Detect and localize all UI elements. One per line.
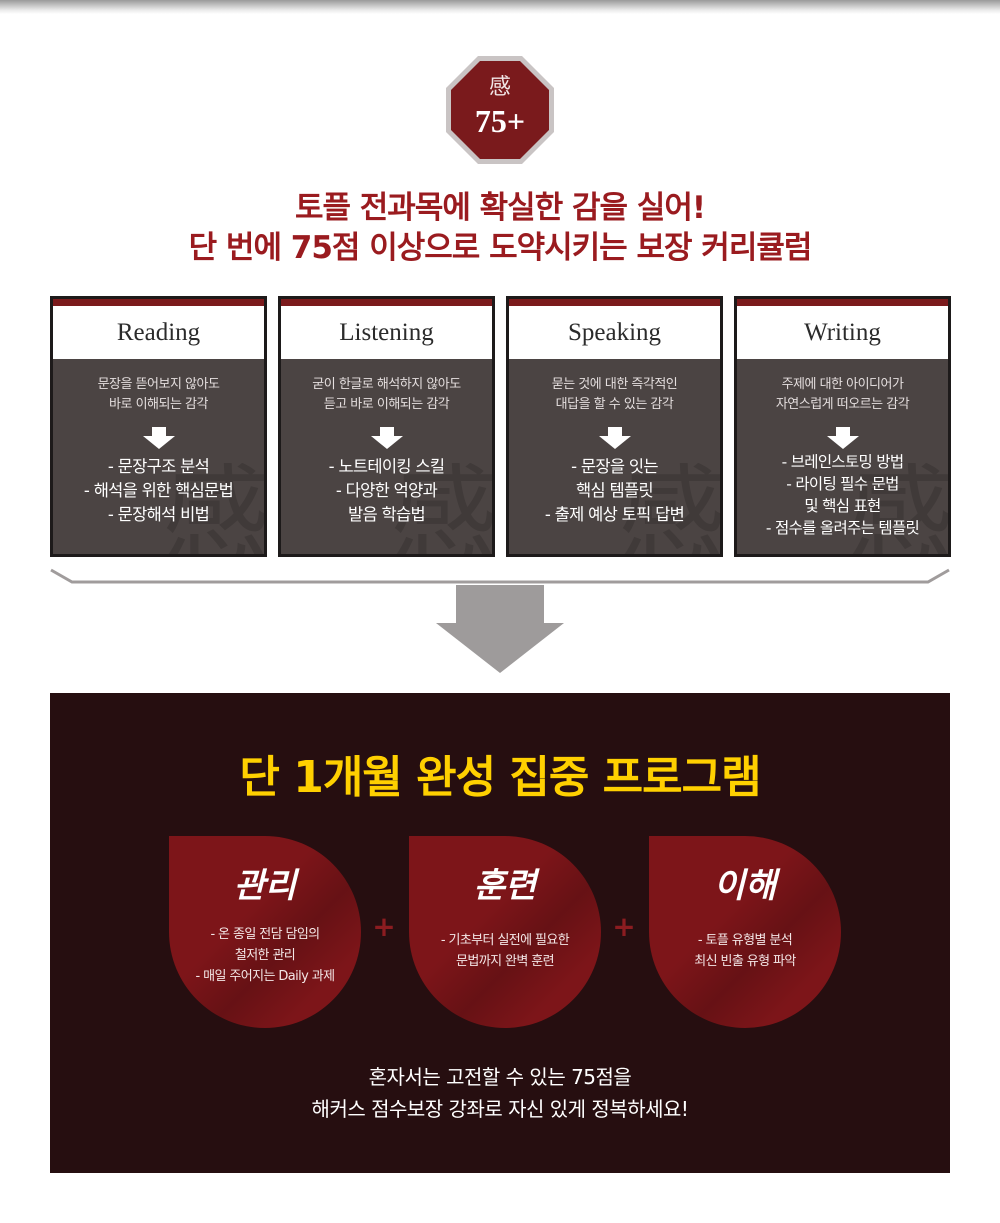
score-badge: 感 75+ — [444, 54, 556, 166]
card-cap — [281, 299, 492, 306]
card-desc-line: 굳이 한글로 해석하지 않아도 — [312, 377, 461, 392]
card-desc-line: 문장을 뜯어보지 않아도 — [97, 377, 220, 392]
down-arrow-icon — [142, 427, 175, 449]
main-headline: 토플 전과목에 확실한 감을 실어! 단 번에 75점 이상으로 도약시키는 보… — [0, 188, 1000, 268]
program-item-desc: - 기초부터 실전에 필요한 문법까지 완벽 훈련 — [409, 930, 601, 972]
card-title: Writing — [737, 306, 948, 359]
card-watermark: 感 — [389, 455, 495, 557]
card-cap — [509, 299, 720, 306]
program-item-title: 이해 — [713, 866, 777, 906]
program-item-desc: - 토플 유형별 분석 최신 빈출 유형 파악 — [649, 930, 841, 972]
card-points: - 문장을 잇는 핵심 템플릿 - 출제 예상 토픽 답변 — [509, 455, 720, 527]
program-item-management: 관리 - 온 종일 전담 담임의 철저한 관리 - 매일 주어지는 Daily … — [169, 836, 361, 1028]
card-reading: Reading 感 문장을 뜯어보지 않아도 바로 이해되는 감각 - 문장구조… — [50, 296, 267, 557]
plus-icon: + — [612, 910, 636, 943]
card-watermark: 感 — [845, 455, 951, 557]
card-desc-line: 묻는 것에 대한 즉각적인 — [551, 377, 678, 392]
headline-line-1: 토플 전과목에 확실한 감을 실어! — [294, 190, 706, 226]
bracket-line-icon — [50, 568, 950, 584]
card-desc-line: 자연스럽게 떠오르는 감각 — [775, 397, 910, 412]
card-desc-line: 바로 이해되는 감각 — [109, 397, 208, 412]
headline-line-2: 단 번에 75점 이상으로 도약시키는 보장 커리큘럼 — [188, 230, 813, 266]
card-description: 굳이 한글로 해석하지 않아도 듣고 바로 이해되는 감각 — [281, 375, 492, 415]
badge-character: 感 — [488, 75, 511, 100]
program-item-understanding: 이해 - 토플 유형별 분석 최신 빈출 유형 파악 — [649, 836, 841, 1028]
program-desc-line: - 기초부터 실전에 필요한 — [440, 933, 570, 948]
card-watermark: 感 — [617, 455, 723, 557]
down-arrow-icon — [370, 427, 403, 449]
card-desc-line: 대답을 할 수 있는 감각 — [555, 397, 674, 412]
program-section: 단 1개월 완성 집중 프로그램 관리 - 온 종일 전담 담임의 철저한 관리… — [50, 693, 950, 1173]
card-point: - 문장구조 분석 — [107, 457, 210, 476]
card-point: - 점수를 올려주는 템플릿 — [765, 519, 920, 537]
card-point: - 다양한 억양과 — [335, 481, 438, 500]
card-listening: Listening 感 굳이 한글로 해석하지 않아도 듣고 바로 이해되는 감… — [278, 296, 495, 557]
card-point: 핵심 템플릿 — [576, 481, 654, 500]
program-item-training: 훈련 - 기초부터 실전에 필요한 문법까지 완벽 훈련 — [409, 836, 601, 1028]
program-desc-line: - 토플 유형별 분석 — [697, 933, 793, 948]
closing-line: 해커스 점수보장 강좌로 자신 있게 정복하세요! — [311, 1097, 689, 1121]
card-points: - 브레인스토밍 방법 - 라이팅 필수 문법 및 핵심 표현 - 점수를 올려… — [737, 451, 948, 539]
card-points: - 노트테이킹 스킬 - 다양한 억양과 발음 학습법 — [281, 455, 492, 527]
card-desc-line: 주제에 대한 아이디어가 — [781, 377, 904, 392]
down-arrow-icon — [598, 427, 631, 449]
program-desc-line: - 온 종일 전담 담임의 — [210, 927, 320, 942]
program-item-title: 훈련 — [473, 866, 537, 906]
circle-shade — [649, 836, 841, 1028]
card-description: 주제에 대한 아이디어가 자연스럽게 떠오르는 감각 — [737, 375, 948, 415]
card-point: - 브레인스토밍 방법 — [781, 453, 905, 471]
circle-shade — [169, 836, 361, 1028]
card-point: - 문장해석 비법 — [107, 505, 210, 524]
closing-message: 혼자서는 고전할 수 있는 75점을 해커스 점수보장 강좌로 자신 있게 정복… — [50, 1061, 950, 1125]
program-desc-line: 철저한 관리 — [234, 948, 296, 963]
down-arrow-icon — [826, 427, 859, 449]
program-desc-line: 최신 빈출 유형 파악 — [694, 954, 796, 969]
card-point: - 문장을 잇는 — [571, 457, 658, 476]
badge-score: 75+ — [474, 103, 526, 139]
card-title: Listening — [281, 306, 492, 359]
card-writing: Writing 感 주제에 대한 아이디어가 자연스럽게 떠오르는 감각 - 브… — [734, 296, 951, 557]
card-point: - 노트테이킹 스킬 — [328, 457, 445, 476]
card-point: 및 핵심 표현 — [804, 497, 881, 515]
card-point: - 해석을 위한 핵심문법 — [83, 481, 234, 500]
program-title: 단 1개월 완성 집중 프로그램 — [239, 752, 761, 803]
circle-shade — [409, 836, 601, 1028]
card-cap — [53, 299, 264, 306]
card-title: Reading — [53, 306, 264, 359]
card-points: - 문장구조 분석 - 해석을 위한 핵심문법 - 문장해석 비법 — [53, 455, 264, 527]
program-item-title: 관리 — [233, 866, 297, 906]
card-cap — [737, 299, 948, 306]
octagon-badge-icon — [446, 56, 554, 164]
big-down-arrow-icon — [436, 585, 564, 673]
card-watermark: 感 — [161, 455, 267, 557]
plus-icon: + — [372, 910, 396, 943]
program-desc-line: - 매일 주어지는 Daily 과제 — [195, 969, 336, 984]
card-point: 발음 학습법 — [348, 505, 426, 524]
card-desc-line: 듣고 바로 이해되는 감각 — [323, 397, 450, 412]
top-gradient-bar — [0, 0, 1000, 14]
card-description: 묻는 것에 대한 즉각적인 대답을 할 수 있는 감각 — [509, 375, 720, 415]
card-title: Speaking — [509, 306, 720, 359]
card-speaking: Speaking 感 묻는 것에 대한 즉각적인 대답을 할 수 있는 감각 -… — [506, 296, 723, 557]
card-description: 문장을 뜯어보지 않아도 바로 이해되는 감각 — [53, 375, 264, 415]
card-point: - 라이팅 필수 문법 — [786, 475, 899, 493]
program-desc-line: 문법까지 완벽 훈련 — [456, 954, 555, 969]
card-point: - 출제 예상 토픽 답변 — [544, 505, 685, 524]
program-item-desc: - 온 종일 전담 담임의 철저한 관리 - 매일 주어지는 Daily 과제 — [169, 924, 361, 987]
closing-line: 혼자서는 고전할 수 있는 75점을 — [368, 1065, 632, 1089]
